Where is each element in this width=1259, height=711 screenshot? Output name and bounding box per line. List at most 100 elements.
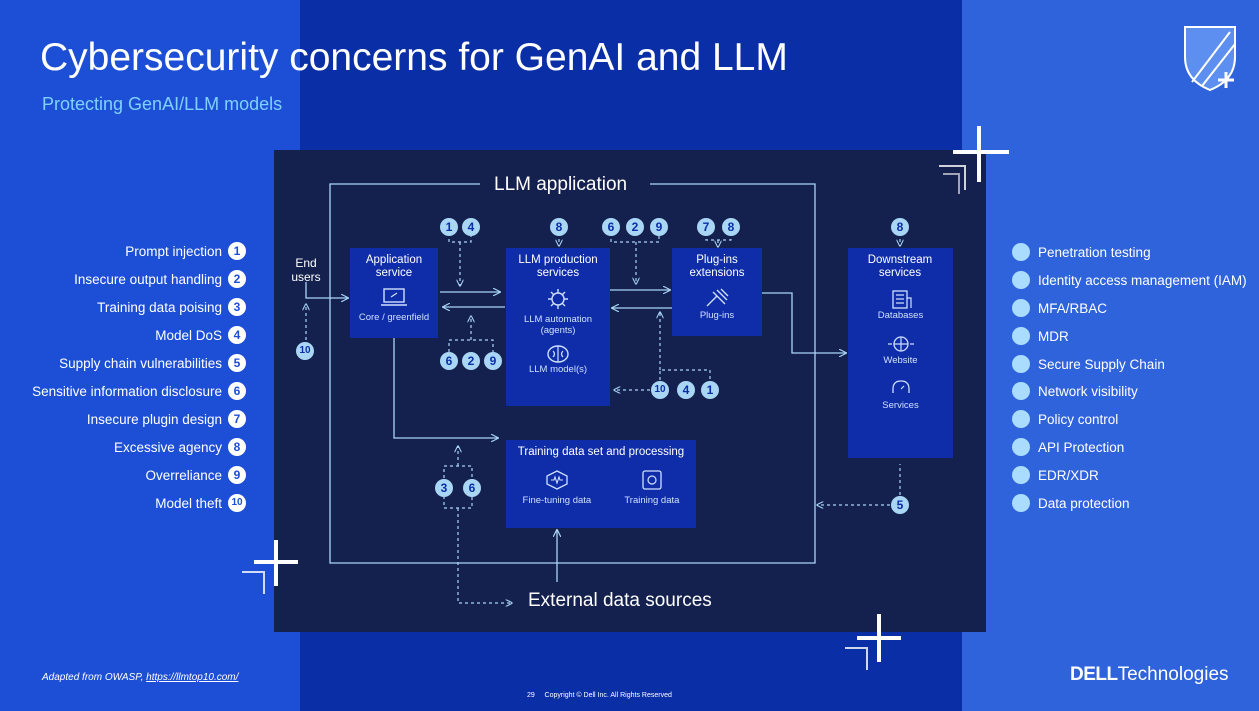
downstream-title: Downstream services	[867, 254, 933, 279]
control-item: EDR/XDR	[1012, 465, 1099, 485]
sparkle-icon	[845, 614, 901, 670]
threat-number: 6	[228, 382, 246, 400]
llm-application-label: LLM application	[488, 174, 634, 196]
bullet-dot	[1012, 438, 1030, 456]
threat-item: Model DoS 4	[155, 325, 246, 345]
control-item: Identity access management (IAM)	[1012, 270, 1247, 290]
copyright-text: Copyright © Dell Inc. All Rights Reserve…	[544, 692, 672, 699]
threat-number: 7	[228, 410, 246, 428]
badge-8: 8	[550, 218, 568, 236]
threat-item: Insecure output handling 2	[74, 269, 246, 289]
threat-item: Insecure plugin design 7	[87, 409, 246, 429]
control-label: Penetration testing	[1038, 244, 1151, 260]
brain-icon	[547, 345, 569, 363]
downstream-item-services: Services	[882, 400, 919, 411]
plugins-title: Plug-ins extensions	[689, 254, 745, 279]
logo-brand: DELL	[1070, 664, 1118, 685]
threat-label: Prompt injection	[125, 243, 222, 259]
training-data-label: Training data	[624, 495, 680, 506]
threat-label: Excessive agency	[113, 439, 222, 455]
background-left	[0, 0, 300, 711]
threat-label: Insecure plugin design	[86, 411, 222, 427]
badge-8: 8	[891, 218, 909, 236]
threat-label: Supply chain vulnerabilities	[59, 355, 222, 371]
control-item: Network visibility	[1012, 381, 1138, 401]
globe-icon	[887, 336, 914, 352]
bullet-dot	[1012, 243, 1030, 261]
threat-item: Supply chain vulnerabilities 5	[59, 353, 246, 373]
control-label: EDR/XDR	[1038, 467, 1099, 483]
control-label: Policy control	[1038, 411, 1119, 427]
sparkle-icon	[939, 126, 1009, 194]
bullet-dot	[1012, 271, 1030, 289]
downstream-item-databases: Databases	[877, 310, 924, 321]
control-label: API Protection	[1038, 439, 1125, 455]
end-users-label: End users	[291, 256, 321, 284]
application-service-node: Application service Core / greenfield	[350, 248, 438, 338]
threat-item: Excessive agency 8	[114, 437, 246, 457]
fine-tuning-group: Fine-tuning data	[522, 469, 592, 506]
threat-number: 3	[228, 298, 246, 316]
shield-icon	[1184, 26, 1236, 92]
laptop-icon	[381, 288, 407, 306]
threat-label: Sensitive information disclosure	[32, 383, 222, 399]
badge-4: 4	[677, 381, 695, 399]
database-icon	[891, 290, 912, 309]
badge-2: 2	[626, 218, 644, 236]
control-label: Data protection	[1038, 495, 1130, 511]
dell-logo: DELLTechnologies	[1070, 664, 1229, 686]
control-label: MFA/RBAC	[1038, 300, 1108, 316]
llm-automation-label: LLM automation (agents)	[523, 314, 593, 336]
source-link[interactable]: https://llmtop10.com/	[146, 672, 239, 683]
badge-10: 10	[296, 342, 314, 360]
threat-item: Model theft 10	[155, 493, 246, 513]
badge-7: 7	[697, 218, 715, 236]
badge-8: 8	[722, 218, 740, 236]
threat-label: Training data poising	[97, 299, 222, 315]
external-data-sources: External data sources	[528, 590, 712, 611]
threat-number: 8	[228, 438, 246, 456]
training-title: Training data set and processing	[517, 446, 685, 458]
badge-6: 6	[602, 218, 620, 236]
badge-3: 3	[435, 479, 453, 497]
control-item: Policy control	[1012, 409, 1118, 429]
bullet-dot	[1012, 355, 1030, 373]
threat-number: 4	[228, 326, 246, 344]
llm-model-label: LLM model(s)	[528, 364, 588, 375]
slide-title: Cybersecurity concerns for GenAI and LLM	[40, 36, 788, 79]
threat-number: 5	[228, 354, 246, 372]
threat-number: 9	[228, 466, 246, 484]
downstream-item-website: Website	[883, 355, 918, 366]
plugins-sub: Plug-ins	[699, 310, 735, 321]
badge-1: 1	[701, 381, 719, 399]
slide-subtitle: Protecting GenAI/LLM models	[42, 94, 283, 114]
control-item: Penetration testing	[1012, 242, 1151, 262]
background-right	[962, 0, 1259, 711]
page-number: 29	[527, 692, 535, 699]
plug-icon	[706, 288, 729, 307]
control-item: MDR	[1012, 326, 1069, 346]
control-label: Network visibility	[1038, 383, 1138, 399]
badge-9: 9	[650, 218, 668, 236]
control-label: Secure Supply Chain	[1038, 356, 1165, 372]
badge-2: 2	[462, 352, 480, 370]
control-label: Identity access management (IAM)	[1038, 272, 1247, 288]
threat-label: Insecure output handling	[74, 271, 222, 287]
threat-number: 1	[228, 242, 246, 260]
bullet-dot	[1012, 410, 1030, 428]
badge-1: 1	[440, 218, 458, 236]
fine-tuning-label: Fine-tuning data	[522, 495, 592, 506]
threat-number: 2	[228, 270, 246, 288]
source-note: Adapted from OWASP, https://llmtop10.com…	[42, 672, 238, 683]
badge-10: 10	[651, 381, 669, 399]
waveform-icon	[546, 470, 568, 490]
threat-item: Training data poising 3	[97, 297, 246, 317]
control-item: Data protection	[1012, 493, 1130, 513]
training-node: Training data set and processing Fine-tu…	[506, 440, 696, 528]
headset-icon	[891, 380, 910, 393]
threat-label: Model theft	[155, 495, 222, 511]
gear-icon	[548, 289, 568, 309]
badge-6: 6	[440, 352, 458, 370]
bullet-dot	[1012, 494, 1030, 512]
